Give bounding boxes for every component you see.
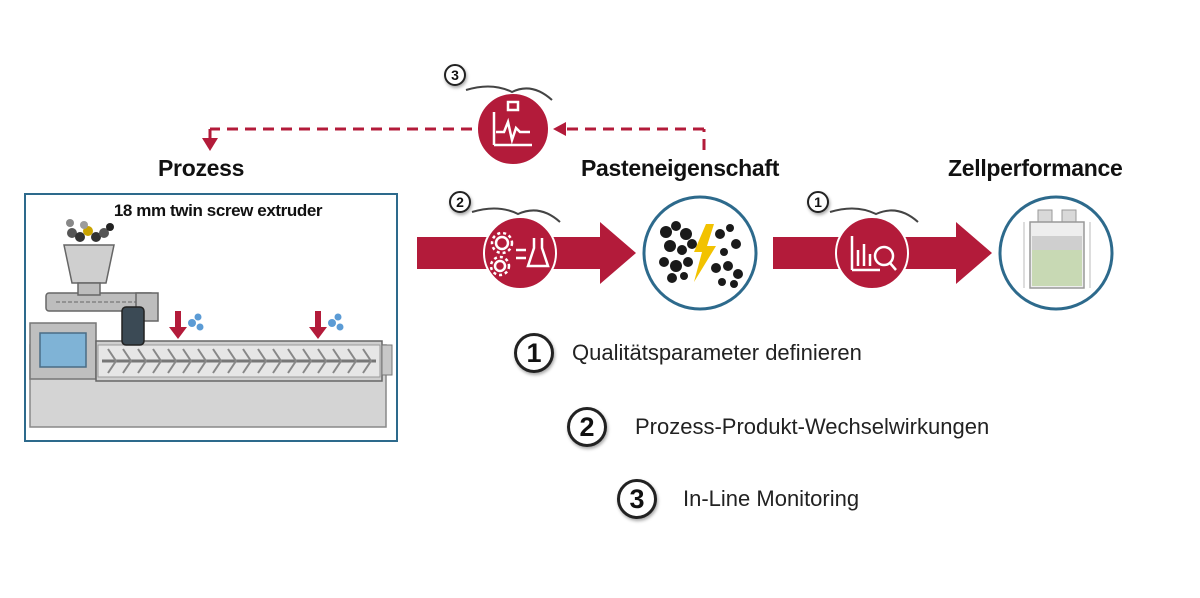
lightning-icon <box>694 224 716 282</box>
badge-arc <box>471 207 561 223</box>
sensor-signal-icon <box>492 100 532 147</box>
heading-zellperformance: Zellperformance <box>948 155 1123 181</box>
step-badge-3: 3 <box>444 64 466 86</box>
feedback-arrowhead <box>202 138 218 151</box>
paste-circle <box>642 195 758 311</box>
monitoring-step-icon <box>476 92 550 166</box>
legend-text-2: Prozess-Produkt-Wechselwirkungen <box>635 414 990 439</box>
extruder-panel: 18 mm twin screw extruder <box>24 193 398 442</box>
legend-number-3: 3 <box>617 479 657 519</box>
legend-number-2: 2 <box>567 407 607 447</box>
legend-item-1: 1 Qualitätsparameter definieren <box>514 330 862 376</box>
gears-flask-icon <box>489 231 550 277</box>
pouch-cell-icon <box>1023 209 1091 289</box>
cell-circle <box>998 195 1114 311</box>
badge-arc <box>465 85 553 101</box>
legend-text-3: In-Line Monitoring <box>683 486 860 511</box>
legend-item-2: 2 Prozess-Produkt-Wechselwirkungen <box>567 404 989 450</box>
heading-prozess: Prozess <box>158 155 245 181</box>
step-badge-2: 2 <box>449 191 471 213</box>
legend-number-1: 1 <box>514 333 554 373</box>
feedback-arrowhead <box>553 122 566 136</box>
chart-magnifier-icon <box>850 236 897 272</box>
heading-pasteneigenschaft: Pasteneigenschaft <box>581 155 780 181</box>
badge-arc <box>829 207 919 223</box>
quality-step-icon <box>835 216 909 290</box>
liquid-dosing-icon <box>169 311 204 339</box>
step-badge-1: 1 <box>807 191 829 213</box>
extruder-title: 18 mm twin screw extruder <box>113 201 323 220</box>
extruder-illustration <box>29 219 393 428</box>
liquid-dosing-icon <box>309 311 344 339</box>
legend-item-3: 3 In-Line Monitoring <box>617 476 859 522</box>
feedback-arrow <box>208 127 706 150</box>
legend-text-1: Qualitätsparameter definieren <box>572 340 862 365</box>
raw-material-icon <box>66 219 114 242</box>
process-step-icon <box>483 216 557 290</box>
